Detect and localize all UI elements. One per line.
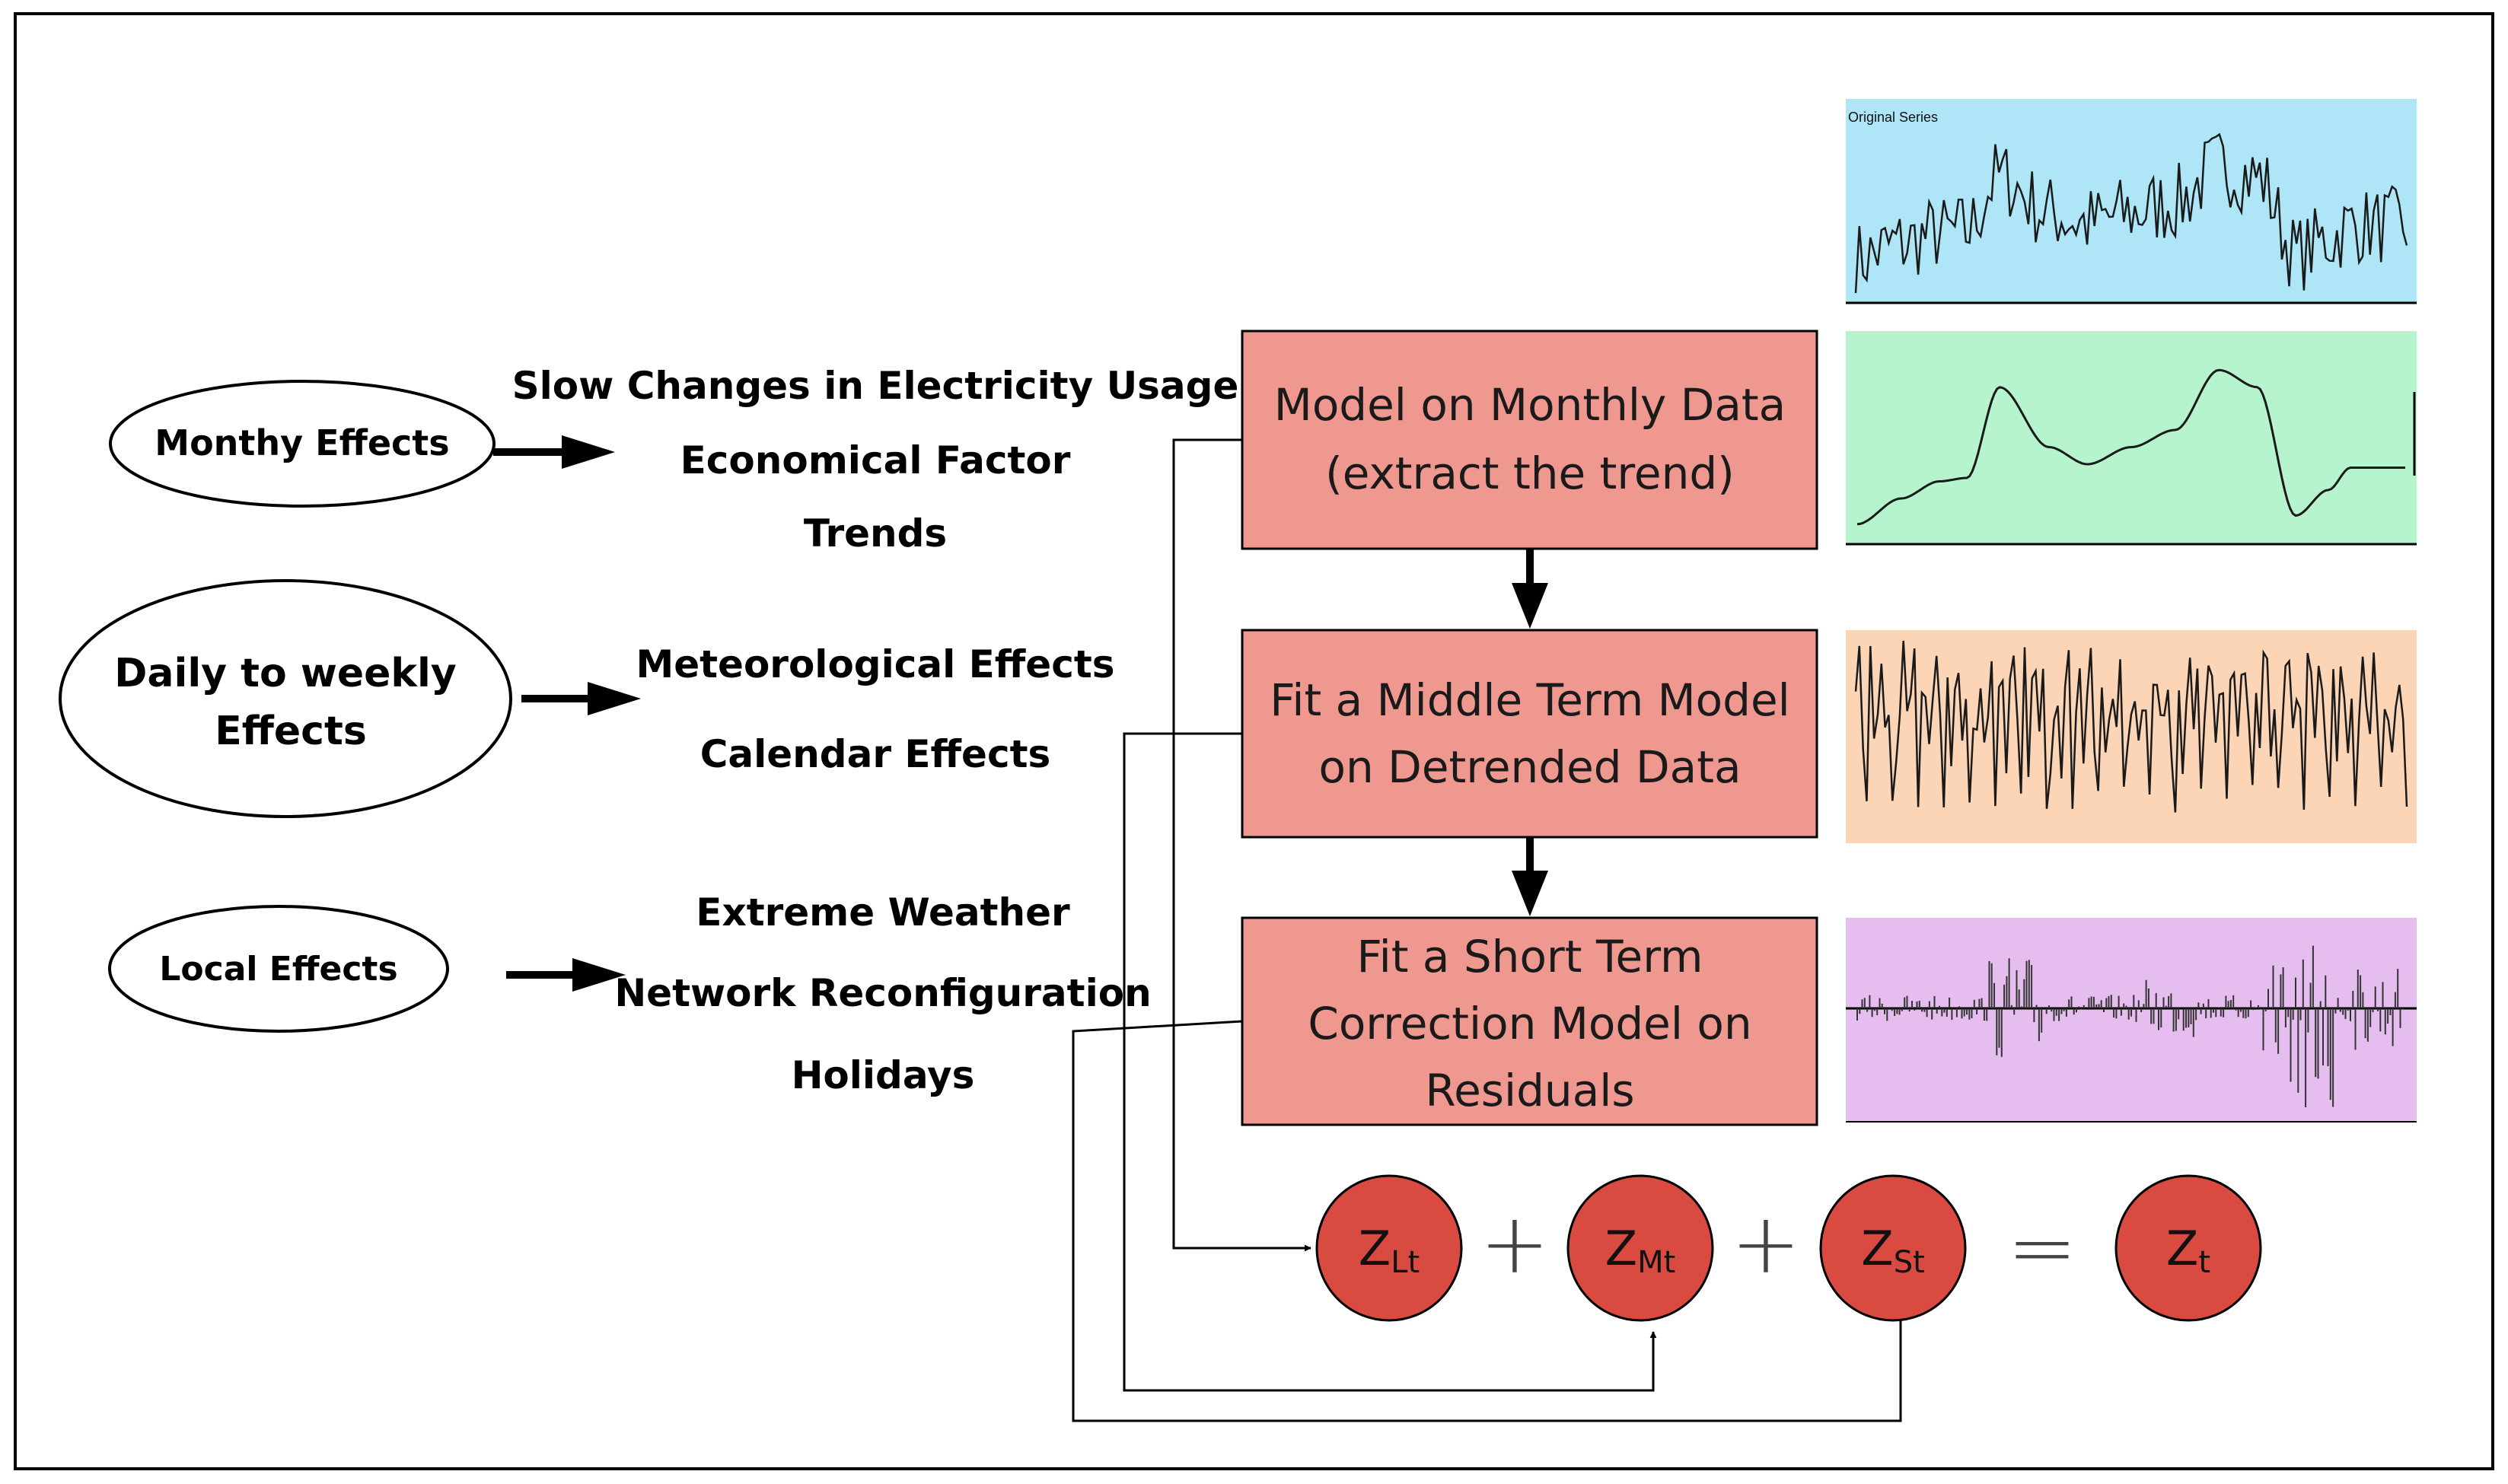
node-circle: [1566, 1174, 1714, 1322]
effect-label-daily-1: Daily to weekly: [114, 651, 456, 696]
equation: ZLt + ZMt + ZSt = Zt: [1315, 1174, 2262, 1322]
arrow-trend-to-middle-head: [1512, 583, 1548, 629]
model-box-line: Correction Model on: [1308, 998, 1751, 1049]
connector-short-to-zst: [1072, 1020, 1904, 1422]
panel-original: Original Series: [1846, 99, 2417, 304]
panel-background: [1846, 99, 2417, 303]
connector-middle-to-zmt: [1123, 732, 1657, 1392]
signal-bars-residuals: [1856, 945, 2404, 1107]
arrow-monthly-head: [562, 435, 615, 469]
panel-residuals: [1846, 918, 2417, 1123]
factors-daily: Meteorological Effects Calendar Effects: [636, 642, 1114, 776]
model-box-short: Fit a Short Term Correction Model on Res…: [1241, 916, 1818, 1126]
connectors: [1072, 438, 1904, 1422]
effect-ellipse-monthly: [109, 380, 496, 508]
effect-label-monthly: Monthy Effects: [155, 422, 449, 463]
panel-middle: [1846, 630, 2417, 843]
model-box-rect-middle: [1241, 629, 1818, 839]
node-zst: ZSt: [1819, 1174, 1967, 1322]
node-circle: [1819, 1174, 1967, 1322]
factor-text: Slow Changes in Electricity Usage: [512, 364, 1239, 408]
effect-monthly: Monthy Effects: [109, 380, 496, 508]
model-box-line: (extract the trend): [1325, 447, 1735, 499]
factor-text: Economical Factor: [680, 438, 1071, 482]
connector-trend-to-zlt: [1172, 438, 1311, 1252]
factors-local: Extreme Weather Network Reconfiguration …: [614, 890, 1151, 1097]
node-label: Zt: [2166, 1221, 2210, 1280]
arrow-local-head: [572, 958, 626, 992]
node-label: ZMt: [1605, 1221, 1676, 1280]
node-zt: Zt: [2114, 1174, 2262, 1322]
model-box-middle: Fit a Middle Term Model on Detrended Dat…: [1241, 629, 1818, 839]
signal-line-original: [1854, 132, 2408, 294]
model-box-line: on Detrended Data: [1318, 741, 1741, 793]
box-arrows: [1512, 549, 1548, 916]
panel-trend: [1846, 331, 2417, 546]
node-circle: [1315, 1174, 1463, 1322]
node-circle: [2114, 1174, 2262, 1322]
panel-title: Original Series: [1848, 110, 1938, 125]
node-label: ZSt: [1861, 1221, 1925, 1280]
operator-plus: +: [1731, 1195, 1801, 1292]
effect-ellipse-local: [108, 905, 449, 1033]
model-box-line: Residuals: [1425, 1065, 1634, 1116]
panel-background: [1846, 918, 2417, 1122]
model-box-line: Fit a Middle Term Model: [1270, 674, 1790, 726]
effect-label-daily-2: Effects: [215, 709, 367, 754]
operator-plus: +: [1480, 1195, 1550, 1292]
model-box-line: Fit a Short Term: [1356, 931, 1703, 982]
effect-arrows: [493, 435, 641, 992]
operator-equals: =: [2007, 1199, 2077, 1296]
factor-text: Trends: [804, 511, 947, 556]
model-box-line: Model on Monthly Data: [1274, 379, 1786, 431]
node-zmt: ZMt: [1566, 1174, 1714, 1322]
model-box-rect-trend: [1241, 330, 1818, 550]
arrow-daily-head: [588, 682, 641, 715]
outer-frame: [14, 12, 2494, 1470]
node-zlt: ZLt: [1315, 1174, 1463, 1322]
effect-ellipse-daily: [59, 579, 512, 818]
factors-monthly: Slow Changes in Electricity Usage Econom…: [512, 364, 1239, 556]
signal-line-middle: [1854, 640, 2408, 813]
effect-daily: Daily to weekly Effects: [59, 579, 512, 818]
effect-local: Local Effects: [108, 905, 449, 1033]
factor-text: Network Reconfiguration: [614, 971, 1151, 1015]
factor-text: Calendar Effects: [700, 732, 1051, 776]
factor-text: Extreme Weather: [696, 890, 1070, 935]
signal-line-trend: [1856, 368, 2405, 526]
model-box-trend: Model on Monthly Data (extract the trend…: [1241, 330, 1818, 550]
node-label: ZLt: [1359, 1221, 1420, 1280]
arrow-middle-to-short-head: [1512, 871, 1548, 916]
factor-text: Holidays: [792, 1053, 975, 1097]
effect-label-local: Local Effects: [159, 950, 397, 989]
factor-text: Meteorological Effects: [636, 642, 1114, 686]
model-box-rect-short: [1241, 916, 1818, 1126]
panel-background: [1846, 331, 2417, 544]
